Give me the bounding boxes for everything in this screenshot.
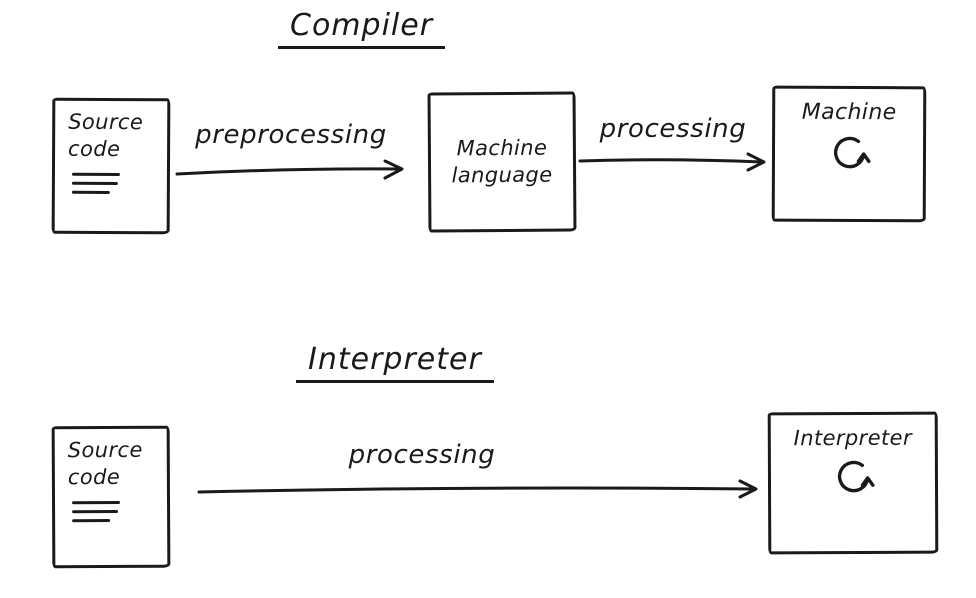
machine-language-box: Machine language — [427, 91, 577, 233]
loop-arrow-icon — [837, 461, 875, 493]
processing-arrow-bottom — [197, 479, 758, 499]
text-line — [71, 181, 118, 185]
machine-language-label-line1: Machine — [456, 135, 548, 161]
text-line — [71, 190, 110, 194]
preprocessing-arrow-label: preprocessing — [195, 120, 387, 150]
source-code-label-line1: Source — [68, 109, 144, 135]
preprocessing-arrow — [175, 159, 404, 180]
source-code-label-line2: code — [68, 137, 121, 162]
text-line — [71, 172, 120, 176]
processing-arrow-label-top: processing — [599, 114, 747, 144]
interpreter-box: Interpreter — [767, 411, 939, 555]
interpreter-source-code-box: Source code — [51, 425, 171, 569]
machine-language-label-line2: language — [451, 162, 553, 188]
text-lines-icon — [71, 172, 157, 194]
interpreter-section-title: Interpreter — [296, 342, 494, 383]
source-code-label-line1: Source — [67, 437, 143, 463]
interpreter-label: Interpreter — [793, 425, 913, 451]
source-code-label-line2: code — [67, 465, 121, 490]
text-line — [72, 509, 119, 513]
compiler-section-title: Compiler — [278, 8, 446, 49]
compiler-source-code-box: Source code — [51, 97, 171, 235]
text-line — [72, 518, 111, 522]
text-line — [72, 500, 121, 504]
processing-arrow-top — [578, 152, 766, 172]
loop-arrow-icon — [833, 136, 871, 168]
machine-box: Machine — [771, 85, 927, 223]
processing-arrow-label-bottom: processing — [348, 440, 496, 470]
text-lines-icon — [72, 500, 157, 522]
machine-label: Machine — [801, 99, 897, 126]
